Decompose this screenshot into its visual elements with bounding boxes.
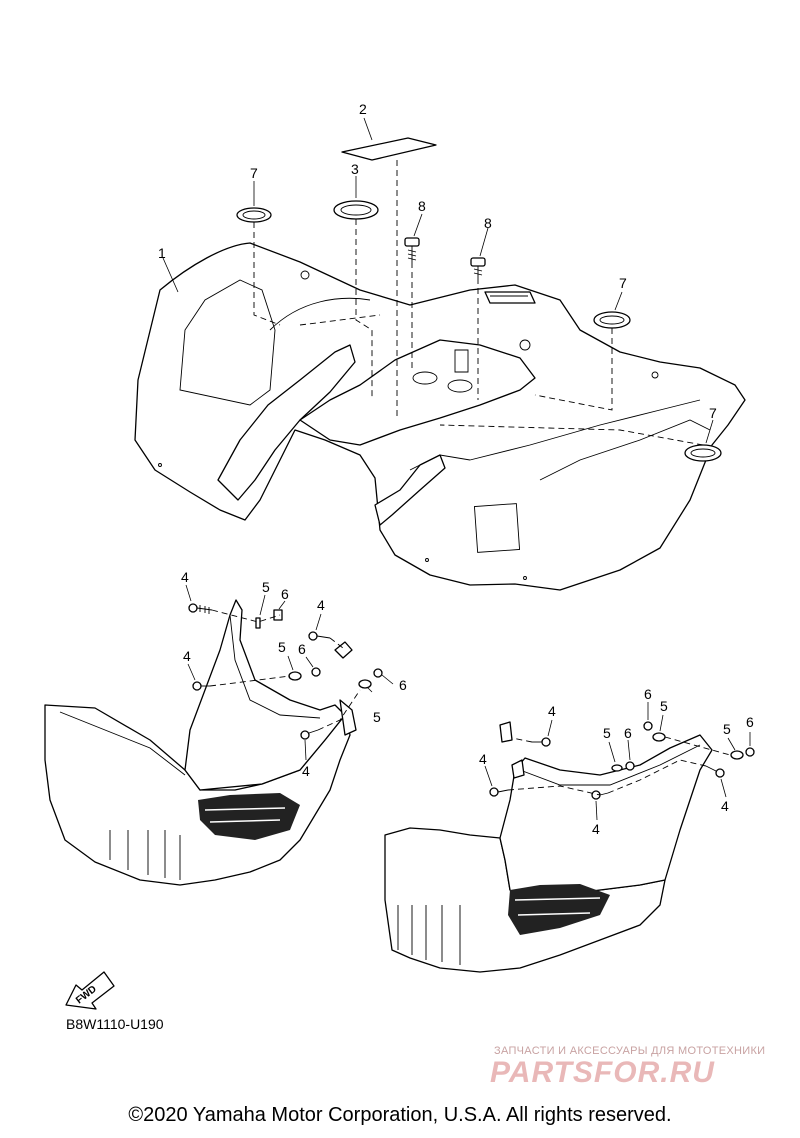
diagram-code: B8W1110-U190 bbox=[66, 1016, 164, 1032]
nut-part bbox=[373, 668, 383, 678]
callout-number: 5 bbox=[723, 721, 731, 737]
callout-number: 5 bbox=[278, 639, 286, 655]
callout-number: 8 bbox=[418, 198, 426, 214]
screw-part bbox=[300, 729, 319, 740]
callout-number: 4 bbox=[479, 751, 487, 767]
grommet-part bbox=[593, 311, 631, 329]
callout-number: 7 bbox=[250, 165, 258, 181]
callout-number: 4 bbox=[181, 569, 189, 585]
callout-number: 5 bbox=[660, 698, 668, 714]
callout-number: 6 bbox=[746, 714, 754, 730]
nut-part bbox=[273, 609, 283, 621]
callout-number: 4 bbox=[548, 703, 556, 719]
nut-part bbox=[625, 761, 635, 771]
callout-number: 6 bbox=[298, 641, 306, 657]
callout-number: 2 bbox=[359, 101, 367, 117]
pad-part bbox=[341, 137, 437, 161]
callout-number: 3 bbox=[351, 161, 359, 177]
washer-part bbox=[730, 750, 744, 760]
callout-number: 7 bbox=[709, 405, 717, 421]
grommet-part bbox=[236, 207, 272, 223]
nut-part bbox=[745, 747, 755, 757]
callout-number: 4 bbox=[592, 821, 600, 837]
callout-number: 6 bbox=[281, 586, 289, 602]
bolt-part bbox=[404, 237, 420, 262]
washer-part bbox=[358, 679, 372, 689]
callout-number: 4 bbox=[721, 798, 729, 814]
washer-part bbox=[611, 764, 623, 772]
copyright-notice: ©2020 Yamaha Motor Corporation, U.S.A. A… bbox=[128, 1104, 672, 1126]
callout-number: 4 bbox=[317, 597, 325, 613]
top-small-parts bbox=[162, 117, 722, 462]
washer-part bbox=[652, 732, 666, 742]
washer-part bbox=[288, 671, 302, 681]
bolt-part bbox=[470, 257, 486, 278]
left-footrest bbox=[44, 584, 394, 886]
nut-part bbox=[311, 667, 321, 677]
callout-number: 8 bbox=[484, 215, 492, 231]
callout-number: 5 bbox=[603, 725, 611, 741]
callout-number: 4 bbox=[302, 763, 310, 779]
screw-part bbox=[489, 787, 509, 797]
callout-number: 1 bbox=[158, 245, 166, 261]
callout-number: 5 bbox=[373, 709, 381, 725]
collar-part bbox=[255, 617, 261, 629]
callout-number: 5 bbox=[262, 579, 270, 595]
screw-part bbox=[188, 603, 213, 614]
callout-number: 4 bbox=[183, 648, 191, 664]
callout-labels: 1 2 3 7 8 8 7 7 4 5 6 4 4 5 6 6 5 4 4 6 … bbox=[158, 101, 754, 837]
watermark-logo: PARTSFOR.RU bbox=[490, 1056, 715, 1089]
grommet-part bbox=[684, 444, 722, 462]
callout-number: 6 bbox=[644, 686, 652, 702]
nut-part bbox=[643, 721, 653, 731]
watermark-tagline: ЗАПЧАСТИ И АКСЕССУАРЫ ДЛЯ МОТОТЕХНИКИ bbox=[494, 1045, 766, 1057]
callout-number: 6 bbox=[399, 677, 407, 693]
right-footrest bbox=[384, 702, 755, 973]
callout-number: 7 bbox=[619, 275, 627, 291]
screw-part bbox=[308, 631, 331, 641]
rear-fender bbox=[134, 242, 746, 591]
screw-part bbox=[532, 737, 551, 747]
fwd-arrow-icon: FWD bbox=[65, 971, 115, 1010]
tread-pattern bbox=[508, 884, 610, 935]
screw-part bbox=[705, 765, 725, 778]
tread-pattern bbox=[198, 793, 300, 840]
callout-number: 6 bbox=[624, 725, 632, 741]
screw-part bbox=[192, 681, 210, 691]
